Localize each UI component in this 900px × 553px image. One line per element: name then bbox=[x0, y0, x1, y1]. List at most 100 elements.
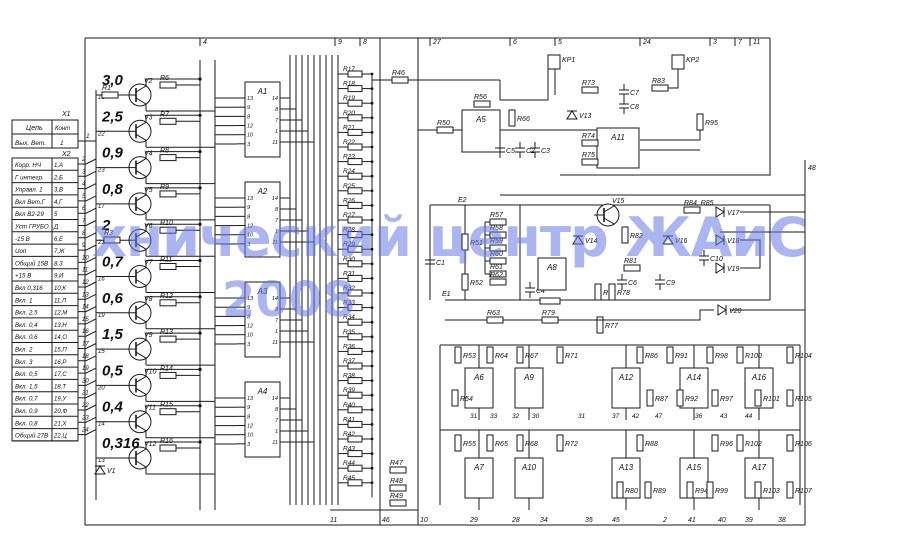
ic-pin-number: 9 bbox=[247, 305, 250, 311]
resistor-label: R106 bbox=[795, 441, 812, 448]
ic-pin-number: 7 bbox=[275, 318, 279, 324]
wire bbox=[418, 38, 805, 196]
resistor-label: R61 bbox=[490, 264, 503, 271]
ic-pin-number: 8 bbox=[247, 314, 251, 320]
diode-label: V14 bbox=[585, 238, 598, 245]
ic-pin-number: 8 bbox=[275, 207, 279, 213]
ic-pin-number: 8 bbox=[275, 307, 279, 313]
ic-pin-number: 8 bbox=[275, 407, 279, 413]
wire-number: 22 bbox=[81, 403, 89, 409]
ic-pin-number: 10 bbox=[247, 233, 254, 239]
resistor bbox=[786, 434, 794, 452]
transistor-value: 0,6 bbox=[102, 290, 124, 307]
ic-pin-number: 7 bbox=[275, 218, 279, 224]
resistor-label: R8 bbox=[160, 148, 169, 155]
ic-pin-number: 13 bbox=[247, 96, 254, 102]
ic-label: A9 bbox=[523, 373, 534, 382]
x1-ref: X1 bbox=[61, 111, 71, 118]
base-wire-number: 14 bbox=[98, 422, 105, 428]
resistor-label: R89 bbox=[653, 488, 666, 495]
wire-number: 13 bbox=[82, 292, 89, 298]
resistor bbox=[594, 283, 602, 301]
resistor-label: R64 bbox=[495, 353, 508, 360]
resistor bbox=[391, 76, 409, 84]
junction-dot bbox=[370, 350, 374, 353]
resistor-label: R59 bbox=[490, 238, 503, 245]
junction-dot bbox=[370, 466, 374, 470]
resistor-label: R35 bbox=[343, 329, 355, 336]
x2-wire bbox=[78, 281, 97, 288]
mid-wire-number: 31 bbox=[578, 413, 586, 420]
wire-number: 12 bbox=[82, 280, 89, 286]
junction-dot bbox=[198, 331, 202, 335]
resistor bbox=[644, 481, 652, 499]
ic-chip bbox=[596, 127, 640, 169]
ic-pin-number: 3 bbox=[247, 142, 251, 148]
top-wire-number: 24 bbox=[642, 39, 651, 46]
wire bbox=[135, 121, 147, 129]
top-wire-number: 9 bbox=[338, 39, 342, 46]
capacitor-label: C9 bbox=[666, 280, 675, 287]
x2-row-circuit: Вкл. 1,5 bbox=[15, 383, 38, 390]
resistor-label: R83 bbox=[652, 78, 665, 85]
ic-pin-number: 1 bbox=[275, 329, 278, 335]
ic-pin-number: 14 bbox=[272, 196, 278, 202]
x2-wire bbox=[78, 318, 97, 325]
resistor-label: R96 bbox=[720, 441, 733, 448]
resistor bbox=[616, 481, 624, 499]
resistor bbox=[454, 346, 462, 364]
resistor-label: R12 bbox=[160, 293, 173, 300]
wire-number: 3 bbox=[82, 169, 86, 175]
resistor bbox=[686, 481, 694, 499]
x2-row-contact: 6,Е bbox=[54, 237, 64, 243]
junction-dot bbox=[198, 186, 202, 190]
x2-row-circuit: Вкл В2-29 bbox=[15, 211, 44, 218]
top-wire-number: 3 bbox=[713, 39, 717, 46]
transistor-value: 3,0 bbox=[102, 72, 124, 89]
resistor bbox=[486, 346, 494, 364]
resistor-label: R94 bbox=[695, 488, 708, 495]
resistor-label: R56 bbox=[474, 94, 487, 101]
resistor-label: R39 bbox=[343, 387, 355, 394]
wire-number: 9 bbox=[82, 243, 86, 249]
resistor-label: R100 bbox=[745, 353, 762, 360]
resistor-label: R81 bbox=[624, 258, 637, 265]
x2-row-contact: 5 bbox=[54, 212, 58, 218]
resistor bbox=[676, 389, 684, 407]
resistor-label: R92 bbox=[685, 396, 698, 403]
ic-pin-number: 14 bbox=[272, 396, 278, 402]
ic-pin-number: 3 bbox=[247, 442, 251, 448]
resistor bbox=[461, 233, 469, 251]
ic-label: A6 bbox=[473, 373, 484, 382]
wire bbox=[135, 279, 147, 286]
wire-number: 11 bbox=[82, 268, 88, 274]
wire-number: 23 bbox=[81, 415, 89, 421]
diode-label: V20 bbox=[729, 308, 742, 315]
wire-number: 24 bbox=[81, 428, 89, 434]
resistor-label: R26 bbox=[343, 197, 355, 204]
x2-wire bbox=[78, 232, 97, 239]
wire-number: 17 bbox=[82, 342, 89, 348]
x2-row-circuit: -15 В bbox=[15, 236, 30, 243]
wire bbox=[135, 412, 147, 420]
resistor-label: R17 bbox=[343, 66, 355, 73]
wire bbox=[135, 424, 147, 432]
diode-label: V16 bbox=[675, 238, 688, 245]
top-wire-number: 27 bbox=[432, 39, 442, 46]
x2-row-contact: 7,Ж bbox=[54, 249, 65, 255]
relay-kp1 bbox=[547, 54, 561, 70]
ic-chip bbox=[244, 81, 281, 158]
bottom-wire-number: 28 bbox=[511, 517, 520, 524]
mid-wire-number: 32 bbox=[512, 413, 520, 420]
resistor bbox=[711, 434, 719, 452]
x2-row-circuit: Вкл. 0,8 bbox=[15, 420, 38, 427]
ic-chip bbox=[679, 457, 709, 499]
ic-label: A14 bbox=[686, 373, 702, 382]
x2-row-contact: 9,И bbox=[54, 274, 64, 280]
ic-chip bbox=[244, 181, 281, 258]
diode-icon bbox=[662, 235, 674, 245]
x1-header-contact: Конт bbox=[55, 126, 70, 132]
junction-dot bbox=[198, 258, 202, 263]
junction-dot bbox=[370, 423, 374, 426]
mid-wire-number: 43 bbox=[720, 413, 728, 420]
